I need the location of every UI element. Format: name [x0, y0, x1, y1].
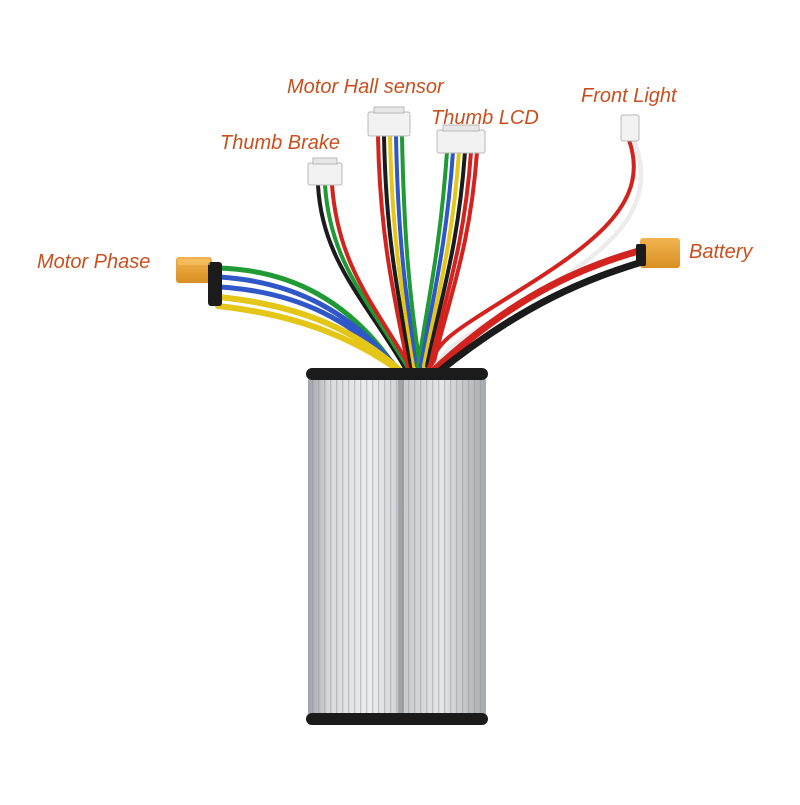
thumb-lcd-wires — [416, 150, 479, 368]
motor-phase-connector — [176, 257, 222, 306]
battery-wires — [428, 246, 646, 378]
motor-hall-connector — [367, 106, 411, 137]
label-motor-hall-sensor: Motor Hall sensor — [287, 76, 444, 98]
front-light-connector — [620, 114, 640, 142]
label-motor-phase: Motor Phase — [37, 251, 151, 273]
label-thumb-lcd: Thumb LCD — [431, 107, 539, 129]
label-battery: Battery — [689, 241, 753, 263]
thumb-lcd-connector — [436, 124, 486, 154]
label-front-light: Front Light — [581, 85, 677, 107]
battery-connector — [636, 238, 680, 268]
thumb-brake-connector — [307, 157, 343, 186]
motor-hall-wires — [376, 134, 422, 368]
motor-phase-wires — [215, 265, 412, 381]
thumb-brake-wires — [316, 183, 413, 370]
controller-housing — [306, 368, 488, 725]
label-thumb-brake: Thumb Brake — [220, 132, 341, 154]
